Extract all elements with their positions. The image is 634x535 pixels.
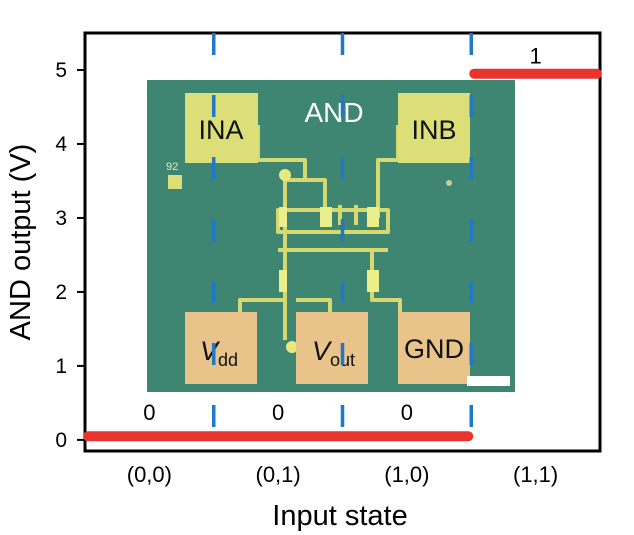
logic-level-labels: 0 0 0 1 [143, 44, 542, 426]
pad-inb [398, 93, 470, 163]
pad-gnd [398, 312, 470, 384]
y-tick-label: 2 [55, 281, 67, 304]
logic-level-label: 1 [530, 44, 542, 69]
pad-gnd-label: GND [404, 334, 464, 364]
x-state-label: (0,1) [256, 462, 301, 487]
marker-label: 92 [166, 161, 178, 173]
y-tick-label: 5 [55, 59, 67, 82]
logic-level-label: 0 [401, 400, 413, 425]
x-state-label: (0,0) [127, 462, 172, 487]
x-state-label: (1,1) [513, 462, 558, 487]
inset-title: AND [304, 97, 363, 128]
logic-level-label: 0 [143, 400, 155, 425]
pad-inb-label: INB [411, 115, 456, 145]
y-tick-label: 3 [55, 207, 67, 230]
x-axis-state-labels: (0,0) (0,1) (1,0) (1,1) [127, 462, 559, 487]
inset-via-bottom [286, 341, 298, 353]
pad-vdd-label: Vdd [200, 336, 238, 370]
x-state-label: (1,0) [384, 462, 429, 487]
pad-vdd [185, 312, 257, 384]
pad-ina-label: INA [198, 115, 243, 145]
y-axis-title: AND output (V) [5, 144, 37, 341]
y-tick-label: 1 [55, 355, 67, 378]
x-axis-title: Input state [272, 500, 407, 532]
scale-bar [467, 376, 510, 386]
logic-level-label: 0 [272, 400, 284, 425]
state-dividers [212, 33, 473, 451]
inset-via-top [279, 169, 291, 181]
y-tick-label: 4 [55, 133, 67, 156]
inset-transistors [279, 207, 379, 292]
y-tick-label: 0 [55, 429, 67, 452]
device-micrograph-inset: 92 AND INA INB Vdd Vout GND [147, 80, 515, 392]
output-series [83, 68, 602, 442]
inset-dot [446, 180, 452, 186]
pad-ina [185, 93, 258, 163]
pad-vout [296, 312, 368, 384]
marker-pad [168, 175, 182, 189]
y-axis-ticks: 0 1 2 3 4 5 [55, 59, 85, 452]
